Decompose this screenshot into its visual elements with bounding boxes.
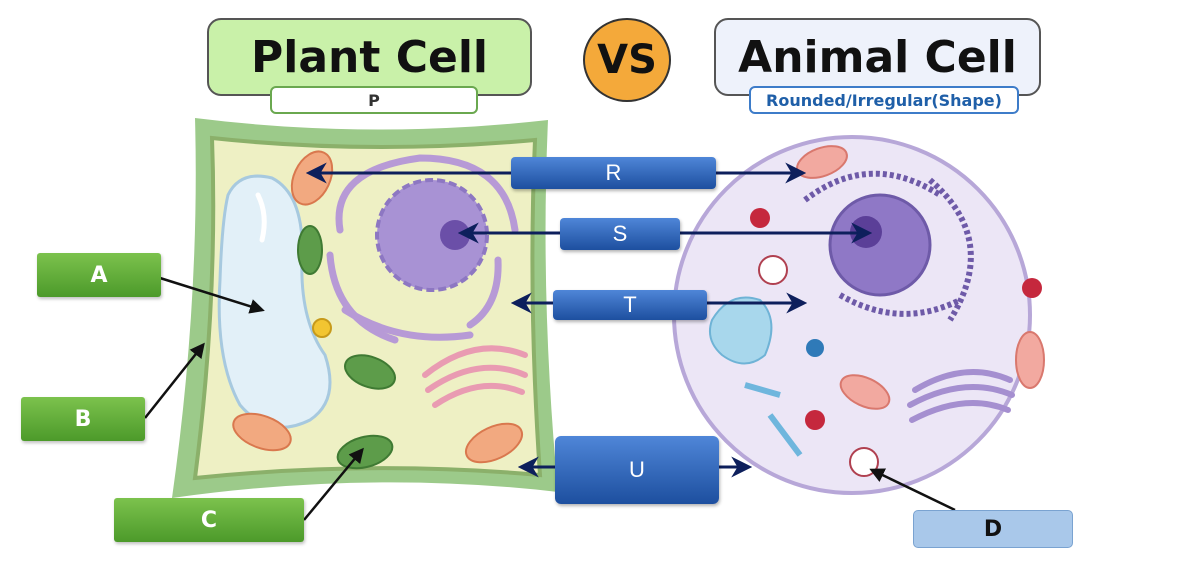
plant-vacuole-shine — [255, 192, 267, 243]
plant-golgi-2 — [425, 364, 528, 393]
plant-er-ring-3 — [326, 251, 399, 344]
label-d: D — [913, 510, 1073, 548]
animal-mitochondrion-2 — [839, 374, 891, 410]
plant-mitochondrion-3 — [464, 422, 524, 464]
plant-chloroplast-1 — [297, 225, 323, 275]
animal-golgi-2 — [907, 384, 1015, 408]
plant-vacuole — [217, 174, 332, 429]
plant-cell-subtitle: P — [270, 86, 478, 114]
pointer-a — [159, 276, 265, 314]
label-a-text: A — [90, 262, 108, 288]
animal-er-ring-2 — [928, 177, 974, 322]
plant-mitochondrion-2 — [232, 412, 292, 452]
animal-nucleus — [828, 193, 932, 297]
plant-cell-title: Plant Cell — [207, 18, 532, 96]
animal-lysosome-1 — [750, 208, 770, 228]
animal-er — [803, 170, 974, 322]
plant-golgi-1 — [422, 345, 528, 378]
label-a: A — [37, 253, 161, 297]
animal-golgi-3 — [909, 399, 1011, 423]
label-c: C — [114, 498, 304, 542]
plant-nucleolus — [440, 220, 470, 250]
label-d-text: D — [983, 516, 1003, 542]
animal-lysosome-2 — [1022, 278, 1042, 298]
vs-text: VS — [597, 37, 657, 83]
pointer-lines — [144, 276, 956, 521]
animal-mitochondrion-3 — [1015, 331, 1045, 389]
animal-er-ring-3 — [838, 292, 962, 317]
plant-cell-title-text: Plant Cell — [251, 31, 488, 83]
animal-cell — [672, 135, 1045, 495]
animal-subtitle-text: Rounded/Irregular(Shape) — [766, 90, 1002, 110]
vs-badge: VS — [583, 18, 671, 102]
label-u-text: U — [629, 457, 645, 482]
label-u: U — [555, 436, 719, 504]
label-b-text: B — [74, 406, 92, 432]
pointer-b — [144, 342, 205, 419]
label-t-text: T — [623, 292, 637, 317]
label-r-text: R — [605, 160, 622, 185]
animal-cell-subtitle: Rounded/Irregular(Shape) — [749, 86, 1019, 114]
pointer-c — [303, 447, 364, 521]
plant-cell — [172, 118, 558, 498]
animal-vesicle-1 — [758, 255, 788, 285]
plant-er-ring-1 — [335, 154, 519, 234]
plant-er-ring-4 — [466, 256, 502, 329]
plant-golgi — [422, 345, 528, 408]
animal-microtubule-2 — [767, 413, 803, 457]
pointer-d — [869, 468, 956, 512]
label-r: R — [511, 157, 716, 189]
animal-golgi-1 — [912, 369, 1013, 393]
animal-microtubule-1 — [744, 382, 781, 398]
plant-chloroplast-2 — [344, 354, 396, 390]
label-c-text: C — [200, 507, 218, 533]
label-s: S — [560, 218, 680, 250]
label-s-text: S — [612, 221, 628, 246]
animal-cell-title: Animal Cell — [714, 18, 1041, 96]
animal-lysosome-3 — [805, 410, 825, 430]
plant-golgi-3 — [432, 382, 525, 408]
animal-centrosome — [806, 339, 824, 357]
plant-vesicle — [312, 318, 332, 338]
label-t: T — [553, 290, 707, 320]
plant-nucleus — [375, 178, 489, 292]
animal-golgi — [907, 369, 1015, 423]
plant-er — [326, 154, 519, 344]
animal-cell-title-text: Animal Cell — [738, 31, 1017, 83]
label-b: B — [21, 397, 145, 441]
plant-subtitle-text: P — [368, 90, 380, 110]
animal-er-ring-1 — [803, 170, 942, 203]
